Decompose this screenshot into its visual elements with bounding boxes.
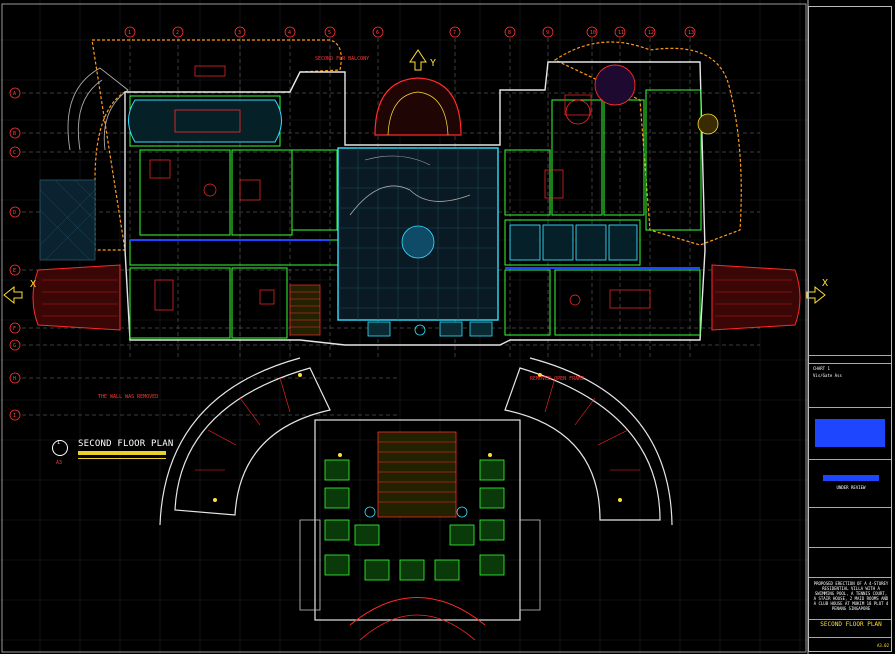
- grid-label-left: B: [13, 131, 16, 137]
- grid-label-top: 3: [238, 30, 241, 36]
- furniture: [149, 65, 651, 311]
- title-block-row1: CHART 1: [813, 366, 830, 371]
- plan-title-underline: [78, 451, 166, 455]
- left-terrace-hatch: [39, 179, 96, 261]
- grid-label-left: H: [13, 376, 16, 382]
- project-description: PROPOSED ERECTION OF A 4-STOREY RESIDENT…: [813, 581, 891, 611]
- upper-right-rotunda: [565, 64, 719, 135]
- axis-x-left-arrow: [3, 285, 23, 305]
- upper-left-lounge: [128, 99, 282, 143]
- central-pavilion: [299, 419, 541, 641]
- grid-bubbles-top: [124, 26, 696, 38]
- central-pool: [337, 147, 499, 321]
- axis-x-label-left: X: [30, 279, 36, 290]
- grid-label-top: 2: [176, 30, 179, 36]
- right-pergola: [711, 264, 801, 331]
- grid-label-left: I: [13, 413, 16, 419]
- grid-label-top: 5: [328, 30, 331, 36]
- grid-bubbles-left: [9, 87, 21, 421]
- bottom-curved-wings: [159, 357, 673, 526]
- grid-label-top: 12: [648, 30, 654, 36]
- title-block: CHART 1 Vis/Gate Ass UNDER REVIEW PROPOS…: [808, 6, 892, 652]
- fixtures: [213, 373, 622, 502]
- plan-callout-circle: [52, 440, 68, 456]
- grid-label-left: E: [13, 268, 16, 274]
- sheet-title: SECOND FLOOR PLAN: [820, 621, 882, 628]
- plan-title-underline-thin: [78, 458, 166, 459]
- note-top: SECOND FLR BALCONY: [315, 56, 369, 62]
- grid-label-top: 13: [688, 30, 694, 36]
- cyan-fixtures: [364, 324, 468, 518]
- planter-grid: [324, 459, 505, 581]
- plan-callout-number: 1: [57, 440, 61, 446]
- plan-callout-sheet: A3: [56, 460, 63, 466]
- title-block-row2: Vis/Gate Ass: [813, 373, 842, 378]
- grid-label-top: 9: [546, 30, 549, 36]
- grid-label-top: 1: [128, 30, 131, 36]
- title-block-blue-strip: [823, 475, 879, 481]
- axis-y-label: Y: [430, 58, 436, 69]
- title-block-blue-panel: [815, 419, 885, 447]
- title-block-row3: UNDER REVIEW: [836, 485, 866, 490]
- main-building-walls: [124, 61, 706, 346]
- top-rotunda: [374, 77, 462, 136]
- sheet-number: A3.02: [876, 643, 889, 648]
- accent-strips: [130, 239, 700, 269]
- axis-y-arrow: [409, 49, 427, 71]
- grid-label-top: 11: [618, 30, 624, 36]
- grid-label-top: 8: [508, 30, 511, 36]
- left-pergola: [32, 264, 121, 331]
- pool-bottom-features: [367, 321, 493, 337]
- plan-title: SECOND FLOOR PLAN: [78, 439, 174, 449]
- grid-label-top: 10: [590, 30, 596, 36]
- grid-label-top: 6: [376, 30, 379, 36]
- grid-label-left: D: [13, 210, 16, 216]
- right-side-rooms: [509, 224, 638, 261]
- grid-label-left: C: [13, 150, 16, 156]
- grid-label-left: G: [13, 343, 16, 349]
- note-left: THE WALL WAS REMOVED: [98, 394, 158, 400]
- grid-label-top: 4: [288, 30, 291, 36]
- staircase: [289, 284, 321, 336]
- note-right: REMOVED OPEN FRAME: [530, 376, 584, 382]
- drawing-frame: [1, 3, 807, 653]
- grid-label-left: A: [13, 91, 16, 97]
- grid-label-top: 7: [453, 30, 456, 36]
- axis-x-right-arrow: [806, 285, 826, 305]
- bottom-wing-partitions: [195, 377, 640, 471]
- axis-x-label-right: X: [822, 278, 828, 289]
- left-curved-terrace: [67, 67, 129, 151]
- grid-label-left: F: [13, 326, 16, 332]
